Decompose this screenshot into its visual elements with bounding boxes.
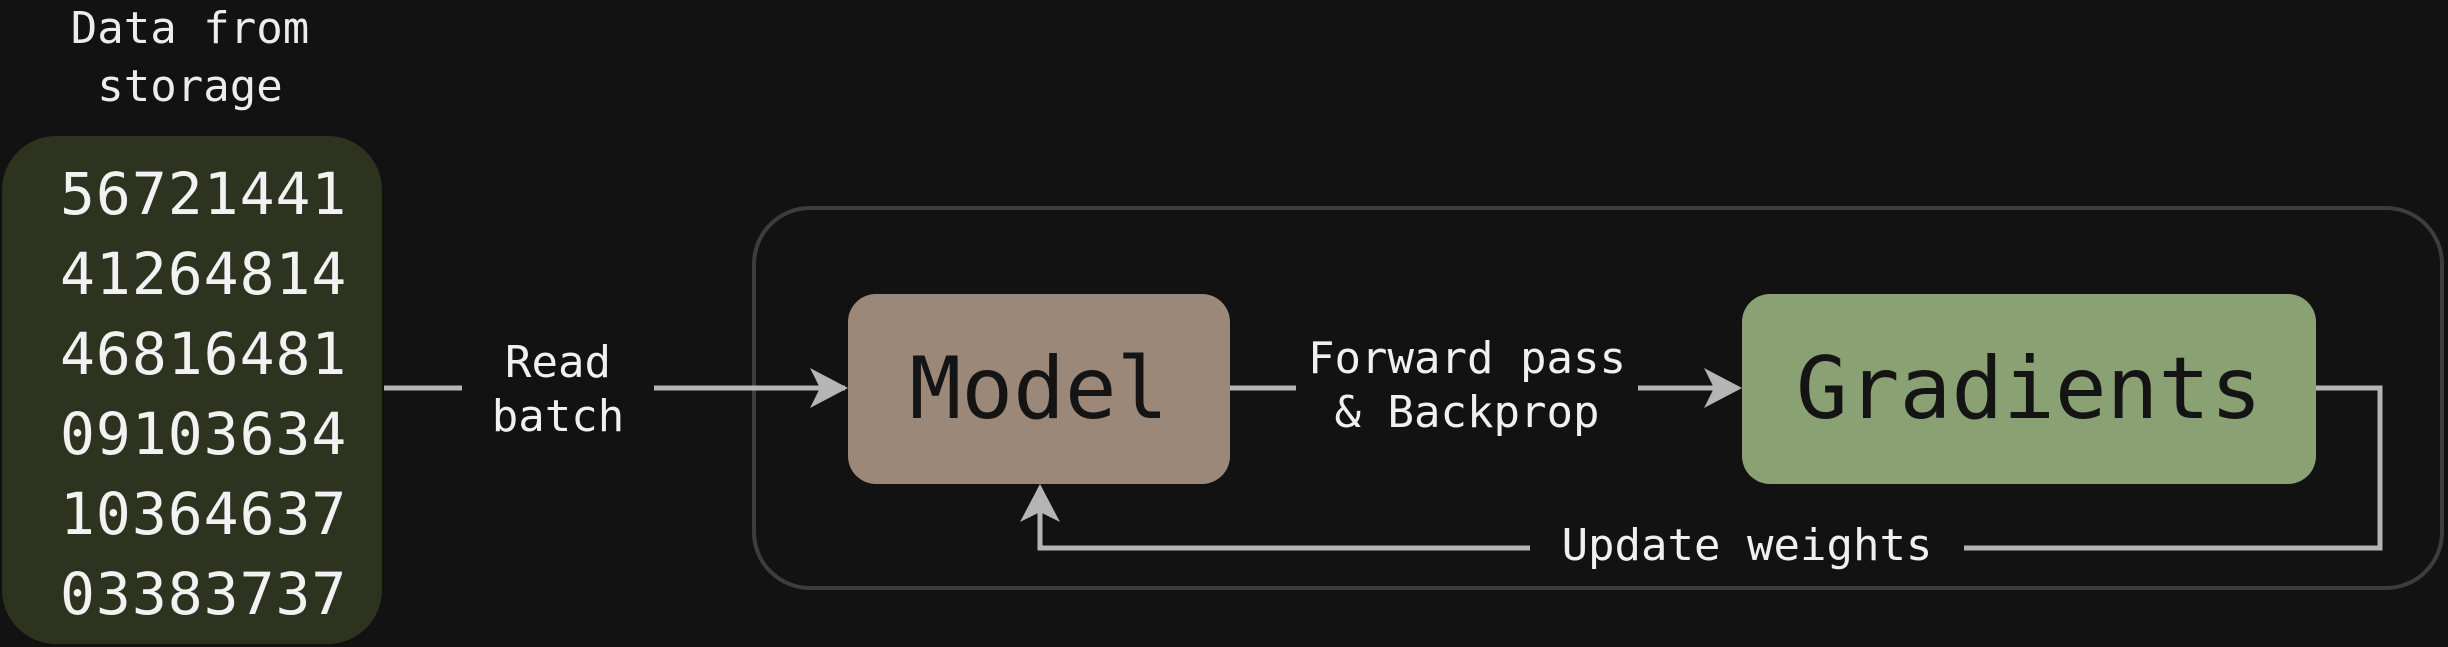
read-batch-label: Read batch	[462, 336, 654, 444]
storage-panel: 56721441 41264814 46816481 09103634 1036…	[2, 136, 382, 644]
storage-line: 09103634	[60, 400, 348, 468]
training-loop-container	[752, 206, 2444, 590]
update-weights-label: Update weights	[1530, 518, 1964, 574]
update-weights-arrowhead	[1020, 484, 1060, 522]
storage-line: 46816481	[60, 320, 348, 388]
storage-line: 03383737	[60, 560, 348, 628]
forward-pass-arrowhead	[1704, 368, 1742, 408]
model-node-label: Model	[909, 339, 1169, 439]
model-node: Model	[848, 294, 1230, 484]
gradients-node-label: Gradients	[1796, 339, 2262, 439]
storage-line: 10364637	[60, 480, 348, 548]
read-batch-arrowhead	[810, 368, 848, 408]
storage-line: 41264814	[60, 240, 348, 308]
storage-line: 56721441	[60, 160, 348, 228]
storage-title: Data from storage	[70, 3, 310, 112]
gradients-node: Gradients	[1742, 294, 2316, 484]
forward-backprop-label: Forward pass & Backprop	[1296, 332, 1638, 440]
update-weights-arrow-line	[1037, 385, 2383, 551]
